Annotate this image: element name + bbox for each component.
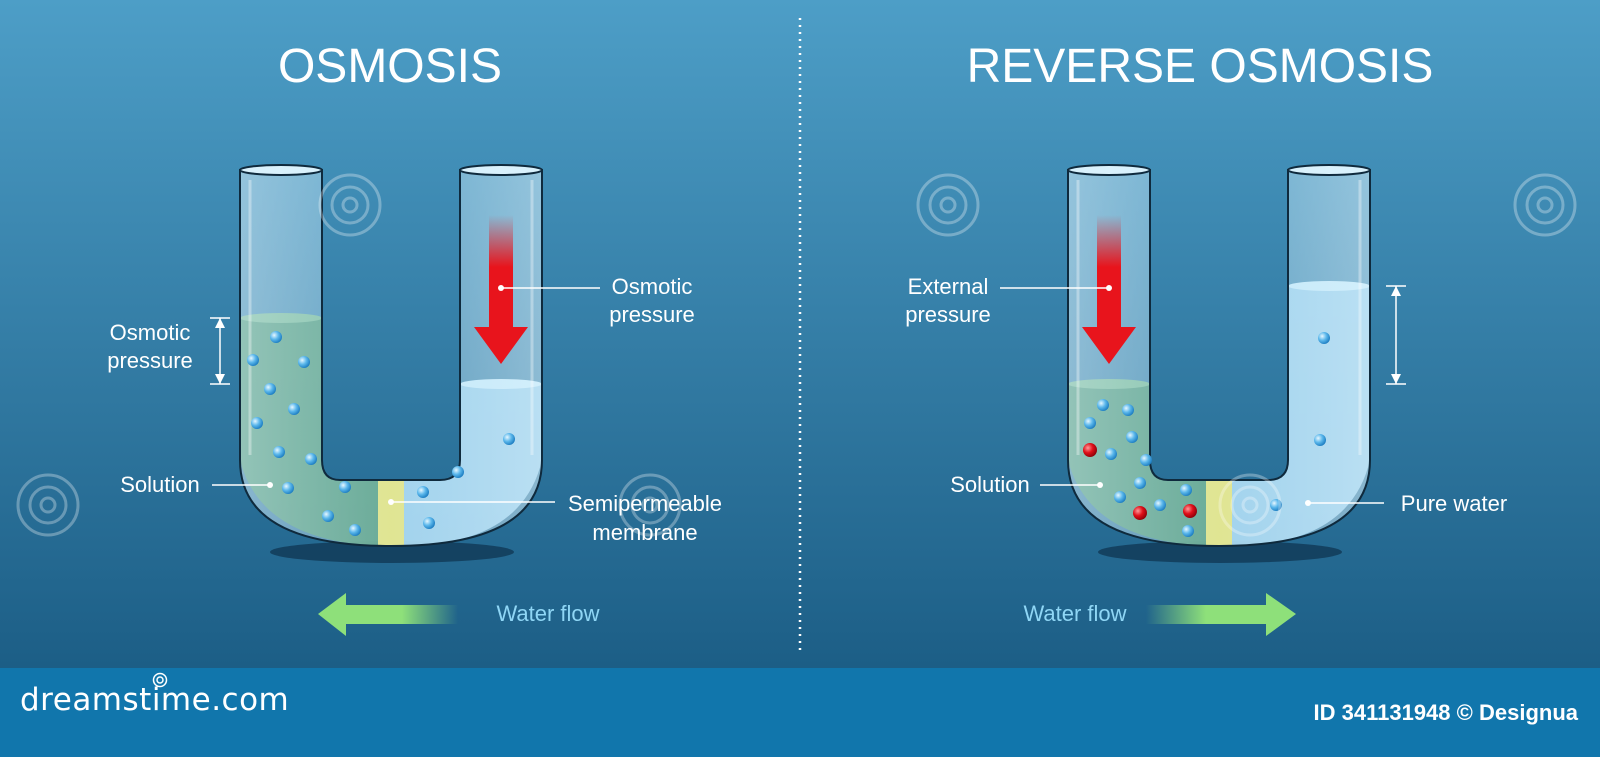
leader-dot <box>498 285 504 291</box>
left-osmotic-pressure-label-2: pressure <box>107 348 193 373</box>
osmosis-title: OSMOSIS <box>278 40 502 93</box>
image-id-credit: ID 341131948 © Designua <box>1313 700 1578 725</box>
water-flow-arrow-right <box>1146 593 1296 636</box>
ro-water-molecules <box>1084 332 1330 537</box>
tube-shadow <box>270 541 514 563</box>
reverse-osmosis-panel: REVERSE OSMOSIS <box>905 40 1507 636</box>
solution-label: Solution <box>120 472 200 497</box>
ro-solution-label: Solution <box>950 472 1030 497</box>
footer-band: dreamstime.com ID 341131948 © Designua <box>0 668 1600 757</box>
ro-solute-molecules <box>1083 443 1197 520</box>
dreamstime-logo: dreamstime.com <box>20 672 290 718</box>
u-tube-glass <box>239 169 543 548</box>
external-pressure-label-2: pressure <box>905 302 991 327</box>
osmotic-pressure-label-1: Osmotic <box>612 274 693 299</box>
watermark <box>16 173 1577 537</box>
membrane-label-1: Semipermeable <box>568 491 722 516</box>
ro-u-tube-glass <box>1067 169 1371 548</box>
tube-opening-left <box>239 164 323 176</box>
water-flow-arrow-left <box>318 593 458 636</box>
membrane-label-2: membrane <box>592 520 697 545</box>
tube-opening-right <box>459 164 543 176</box>
footer-logo-text: dreamstime.com <box>20 682 290 718</box>
osmotic-pressure-label-2: pressure <box>609 302 695 327</box>
left-osmotic-pressure-label-1: Osmotic <box>110 320 191 345</box>
diagram-canvas: OSMOSIS <box>0 0 1600 668</box>
water-flow-label-right: Water flow <box>1023 601 1126 626</box>
reverse-osmosis-title: REVERSE OSMOSIS <box>967 40 1434 93</box>
osmosis-panel: OSMOSIS <box>107 40 722 636</box>
water-molecules <box>247 331 515 536</box>
tube-shadow-ro <box>1098 541 1342 563</box>
pure-water-label: Pure water <box>1401 491 1507 516</box>
swirl-icon <box>152 672 168 688</box>
water-flow-label-left: Water flow <box>496 601 599 626</box>
external-pressure-label-1: External <box>908 274 989 299</box>
